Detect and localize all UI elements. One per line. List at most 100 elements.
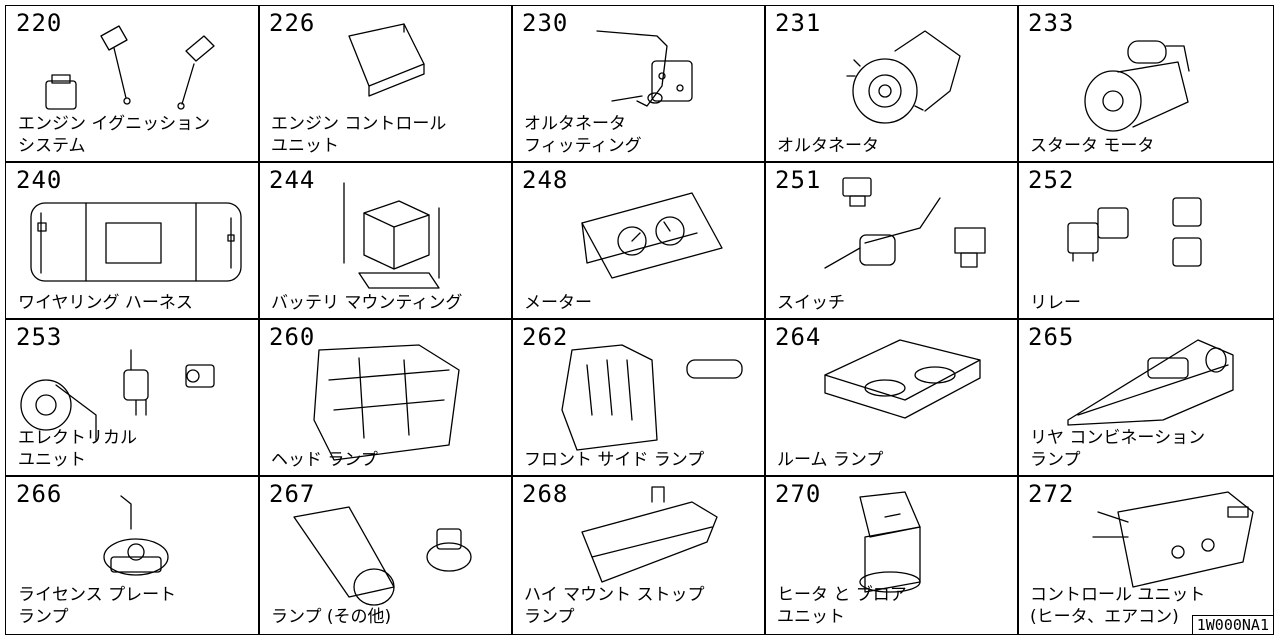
part-group-number: 262 [522,323,569,351]
catalog-cell-226[interactable]: 226 エンジン コントロールユニット [259,6,512,163]
part-group-label: ライセンス プレートランプ [18,584,253,628]
part-group-number: 267 [269,480,316,508]
alternator-icon [846,30,961,124]
catalog-cell-260[interactable]: 260 ヘッド ランプ [259,320,512,477]
label-line2: バッテリ マウンティング [271,293,463,313]
catalog-code: 1W000NA1 [1191,615,1274,635]
label-line2: ユニット [271,136,339,156]
catalog-cell-270[interactable]: 270 ヒータ と ブロアユニット [765,477,1018,634]
label-line1: エレクトリカル [18,428,137,448]
catalog-cell-262[interactable]: 262 フロント サイド ランプ [512,320,765,477]
label-line2: ヘッド ランプ [271,450,378,470]
catalog-cell-267[interactable]: 267 ランプ (その他) [259,477,512,634]
part-group-label: エンジン イグニッションシステム [18,113,253,157]
label-line1: エンジン コントロール [271,114,447,134]
label-line2: ワイヤリング ハーネス [18,293,193,313]
label-line2: (ヒータ、エアコン) [1030,607,1179,627]
part-group-label: リヤ コンビネーションランプ [1030,427,1265,471]
ecu-icon [348,23,425,97]
climate-control-icon [1092,491,1254,588]
part-group-number: 244 [269,166,316,194]
catalog-cell-220[interactable]: 220 エンジン イグニッションシステム [6,6,259,163]
part-group-number: 251 [775,166,822,194]
blower-icon [859,491,921,593]
catalog-cell-248[interactable]: 248 メーター [512,163,765,320]
part-group-label: フロント サイド ランプ [524,449,759,471]
wiring-harness-icon [30,202,242,282]
catalog-cell-264[interactable]: 264 ルーム ランプ [765,320,1018,477]
label-line1: エンジン イグニッション [18,114,211,134]
catalog-cell-233[interactable]: 233 スタータ モータ [1018,6,1271,163]
label-line2: ユニット [777,607,845,627]
label-line2: フロント サイド ランプ [524,450,705,470]
part-group-number: 270 [775,480,822,508]
grid-line [6,318,1273,320]
part-group-number: 252 [1028,166,1075,194]
label-line2: メーター [524,293,592,313]
label-line2: フィッティング [524,136,642,156]
part-group-label: ハイ マウント ストップランプ [524,584,759,628]
switch-icon [824,177,986,269]
room-lamp-icon [824,339,981,419]
label-line1: ヒータ と ブロア [777,585,907,605]
part-group-label: ルーム ランプ [777,449,1012,471]
label-line2: ランプ [524,607,575,627]
part-group-label: ランプ (その他) [271,606,506,628]
stop-lamp-icon [581,486,718,583]
catalog-cell-253[interactable]: 253 エレクトリカルユニット [6,320,259,477]
label-line2: スタータ モータ [1030,136,1155,156]
battery-icon [343,182,440,289]
label-line1: オルタネータ [524,114,626,134]
part-group-label: ワイヤリング ハーネス [18,292,253,314]
grid-line [6,475,1273,477]
bracket-icon [596,30,693,107]
label-line2: ユニット [18,450,86,470]
part-group-number: 220 [16,9,63,37]
license-lamp-icon [103,495,169,576]
label-line2: ランプ (その他) [271,607,392,627]
part-group-number: 240 [16,166,63,194]
ignition-system-icon [45,25,215,110]
part-group-label: スイッチ [777,292,1012,314]
catalog-cell-230[interactable]: 230 オルタネータフィッティング [512,6,765,163]
part-group-number: 248 [522,166,569,194]
part-group-number: 272 [1028,480,1075,508]
label-line2: スイッチ [777,293,845,313]
catalog-cell-252[interactable]: 252 リレー [1018,163,1271,320]
part-group-label: エンジン コントロールユニット [271,113,506,157]
part-group-label: メーター [524,292,759,314]
grid-line [6,161,1273,163]
label-line2: ランプ [18,607,69,627]
label-line2: オルタネータ [777,136,879,156]
label-line1: ハイ マウント ストップ [524,585,705,605]
part-group-label: リレー [1030,292,1265,314]
label-line2: リレー [1030,293,1081,313]
catalog-cell-240[interactable]: 240 ワイヤリング ハーネス [6,163,259,320]
part-group-number: 253 [16,323,63,351]
horn-icon [20,349,215,441]
part-group-number: 226 [269,9,316,37]
catalog-cell-244[interactable]: 244 バッテリ マウンティング [259,163,512,320]
part-group-number: 264 [775,323,822,351]
part-group-number: 233 [1028,9,1075,37]
part-group-label: オルタネータ [777,135,1012,157]
label-line2: システム [18,136,86,156]
label-line2: ランプ [1030,450,1081,470]
rear-lamp-icon [1067,339,1234,426]
label-line1: ライセンス プレート [18,585,177,605]
grid-line [511,6,513,634]
part-group-label: ヒータ と ブロアユニット [777,584,1012,628]
side-lamp-icon [561,344,743,451]
part-group-number: 230 [522,9,569,37]
grid-line [258,6,260,634]
catalog-cell-251[interactable]: 251 スイッチ [765,163,1018,320]
starter-motor-icon [1084,40,1190,132]
part-group-number: 260 [269,323,316,351]
headlamp-icon [313,344,460,461]
